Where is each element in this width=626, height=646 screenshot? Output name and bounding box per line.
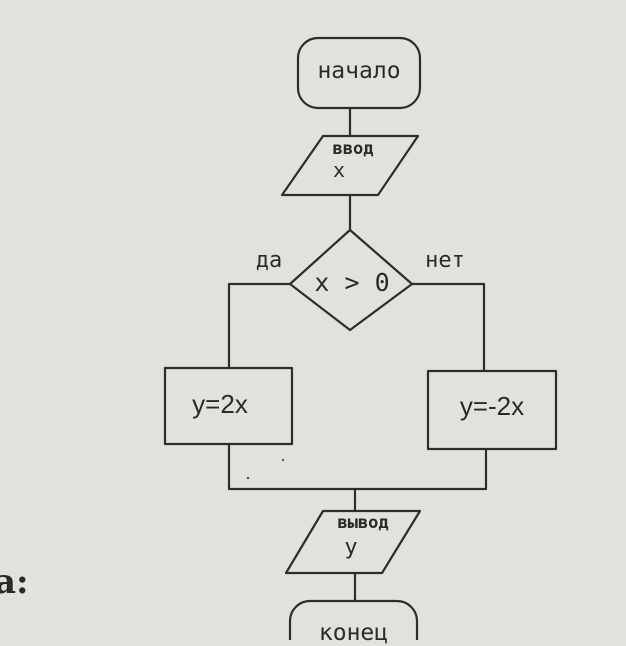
stray-mark — [246, 476, 250, 480]
connector-merge — [227, 444, 488, 491]
decision-diamond — [288, 228, 414, 332]
decision-label: x > 0 — [314, 268, 390, 297]
stray-mark — [281, 458, 285, 462]
process-yes-label: y=2x — [192, 389, 248, 419]
input-parallelogram — [280, 134, 420, 197]
input-label-line1: ввод — [332, 139, 374, 159]
output-label-line2: y — [344, 535, 358, 560]
output-parallelogram — [284, 509, 422, 575]
start-label: начало — [317, 58, 401, 84]
process-no-box — [426, 369, 558, 451]
output-label-line1: вывод — [337, 513, 389, 533]
end-label: конец — [318, 620, 389, 646]
connector-no-branch — [412, 282, 486, 371]
yes-branch-label: да — [255, 248, 283, 273]
end-terminal — [288, 599, 419, 640]
connector-yes-branch — [227, 282, 290, 368]
no-branch-label: нет — [425, 248, 465, 273]
process-no-label: y=-2x — [459, 391, 525, 421]
input-label-line2: x — [332, 158, 346, 182]
margin-text: a: — [0, 562, 29, 602]
start-terminal — [296, 36, 422, 110]
